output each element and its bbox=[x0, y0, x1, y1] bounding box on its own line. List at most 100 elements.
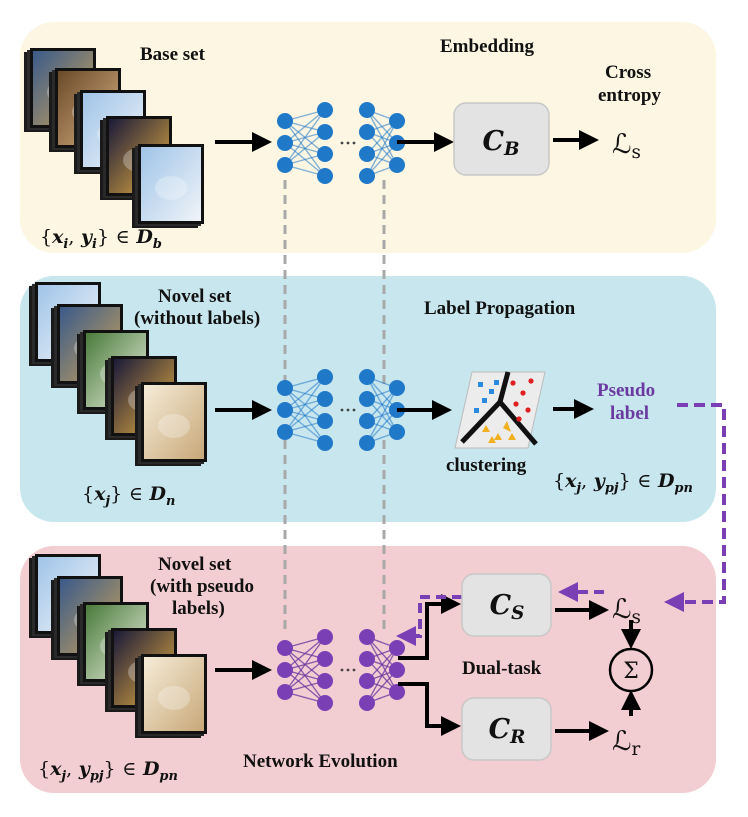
net-edge bbox=[284, 376, 326, 433]
math-evolution-text: {xj​, ypj​} ∈ Dpn​ bbox=[38, 758, 178, 784]
embedding-title: Embedding bbox=[440, 36, 534, 57]
net-node bbox=[277, 380, 293, 396]
pseudo-set-label-line3: labels) bbox=[172, 598, 225, 619]
evolution-network bbox=[277, 629, 405, 711]
math-pseudo-text: {xj​, ypj​} ∈ Dpn​ bbox=[553, 470, 693, 496]
net-node bbox=[317, 651, 333, 667]
net-node bbox=[317, 102, 333, 118]
net-ellipsis-dot bbox=[340, 668, 344, 672]
net-node bbox=[317, 695, 333, 711]
net-edge bbox=[284, 658, 326, 693]
net-node bbox=[359, 435, 375, 451]
sum-circle-icon bbox=[608, 647, 654, 693]
net-node bbox=[277, 640, 293, 656]
base-set-image-stack bbox=[24, 48, 204, 228]
dual-task-label: Dual-task bbox=[462, 658, 542, 679]
net-ellipsis-dot bbox=[346, 141, 350, 145]
net-node bbox=[277, 424, 293, 440]
shared-weights-connectors bbox=[283, 180, 386, 635]
net-edge bbox=[366, 387, 398, 444]
net-edge bbox=[284, 131, 326, 166]
net-node bbox=[277, 684, 293, 700]
pseudo-label-line1: Pseudo bbox=[597, 380, 655, 401]
net-node bbox=[317, 168, 333, 184]
pseudo-set-math: {xj​, ypj​} ∈ Dpn​ bbox=[38, 758, 178, 784]
clustering-icon bbox=[454, 371, 546, 449]
net-node bbox=[359, 695, 375, 711]
net-node bbox=[359, 413, 375, 429]
stack-image bbox=[135, 382, 207, 466]
net-node bbox=[359, 146, 375, 162]
label-cr-text: CR​ bbox=[489, 714, 526, 748]
stack-image bbox=[135, 654, 207, 738]
pseudo-labeled-image-stack bbox=[29, 554, 207, 738]
classifier-cb-label: CB​ bbox=[482, 126, 519, 160]
net-node bbox=[317, 413, 333, 429]
stack-image bbox=[132, 144, 204, 228]
cluster-blue-points bbox=[474, 380, 499, 413]
net-node bbox=[389, 662, 405, 678]
net-node bbox=[359, 391, 375, 407]
net-node bbox=[359, 629, 375, 645]
net-node bbox=[359, 369, 375, 385]
label-cb-text: CB​ bbox=[482, 126, 519, 160]
arrow-net-to-cr bbox=[398, 682, 461, 736]
net-node bbox=[277, 402, 293, 418]
novel-set-label-line2: (without labels) bbox=[134, 308, 260, 329]
pseudo-label-feedback-arrow bbox=[664, 403, 726, 612]
math-base-text: {xi​, yi​} ∈ Db​ bbox=[40, 226, 162, 252]
cross-entropy-caption-line2: entropy bbox=[598, 85, 661, 106]
novel-set-label-line1: Novel set bbox=[158, 286, 232, 307]
net-node bbox=[359, 124, 375, 140]
net-ellipsis-dot bbox=[352, 668, 356, 672]
net-node bbox=[317, 369, 333, 385]
net-edge bbox=[284, 636, 326, 671]
cluster-yellow-points bbox=[482, 421, 516, 443]
clustering-label: clustering bbox=[446, 455, 527, 476]
net-ellipsis-dot bbox=[340, 141, 344, 145]
novel-set-math: {xj​} ∈ Dn​ bbox=[82, 483, 175, 509]
net-node bbox=[359, 168, 375, 184]
net-node bbox=[317, 146, 333, 162]
net-node bbox=[389, 684, 405, 700]
net-node bbox=[359, 673, 375, 689]
pseudo-label-math: {xj​, ypj​} ∈ Dpn​ bbox=[553, 470, 693, 496]
pseudo-set-label-line2: (with pseudo bbox=[150, 576, 254, 597]
net-ellipsis-dot bbox=[352, 141, 356, 145]
net-node bbox=[389, 113, 405, 129]
net-edge bbox=[284, 398, 326, 433]
sum-symbol: Σ bbox=[623, 659, 639, 684]
net-node bbox=[359, 102, 375, 118]
net-node bbox=[389, 157, 405, 173]
net-ellipsis-dot bbox=[346, 408, 350, 412]
classifier-cb-box bbox=[453, 102, 550, 176]
net-node bbox=[317, 629, 333, 645]
classifier-cs-label: CS​ bbox=[490, 590, 525, 624]
math-novel-text: {xj​} ∈ Dn​ bbox=[82, 483, 175, 509]
arrow-net-to-cs bbox=[398, 594, 461, 660]
net-node bbox=[389, 424, 405, 440]
net-edge bbox=[284, 109, 326, 166]
net-edge bbox=[284, 636, 326, 693]
loss-r-evo-text: ℒr​ bbox=[612, 726, 640, 760]
net-ellipsis-dot bbox=[352, 408, 356, 412]
net-ellipsis-dot bbox=[346, 668, 350, 672]
loss-embedding-text: ℒs​ bbox=[612, 129, 641, 163]
propagation-network bbox=[277, 369, 405, 451]
loss-s-evo-text: ℒs​ bbox=[612, 594, 641, 628]
net-node bbox=[389, 380, 405, 396]
loss-r: ℒr​ bbox=[612, 726, 640, 760]
net-node bbox=[277, 135, 293, 151]
net-node bbox=[317, 124, 333, 140]
base-set-math: {xi​, yi​} ∈ Db​ bbox=[40, 226, 162, 252]
net-node bbox=[317, 435, 333, 451]
cs-gradient-feedback-arrow bbox=[396, 595, 462, 646]
classifier-cs-box bbox=[461, 573, 552, 637]
network-evolution-title: Network Evolution bbox=[243, 751, 398, 772]
classifier-cr-label: CR​ bbox=[489, 714, 526, 748]
pseudo-set-label-line1: Novel set bbox=[158, 554, 232, 575]
base-set-label: Base set bbox=[140, 44, 206, 65]
cross-entropy-caption-line1: Cross bbox=[605, 62, 651, 83]
cluster-red-points bbox=[510, 378, 534, 422]
